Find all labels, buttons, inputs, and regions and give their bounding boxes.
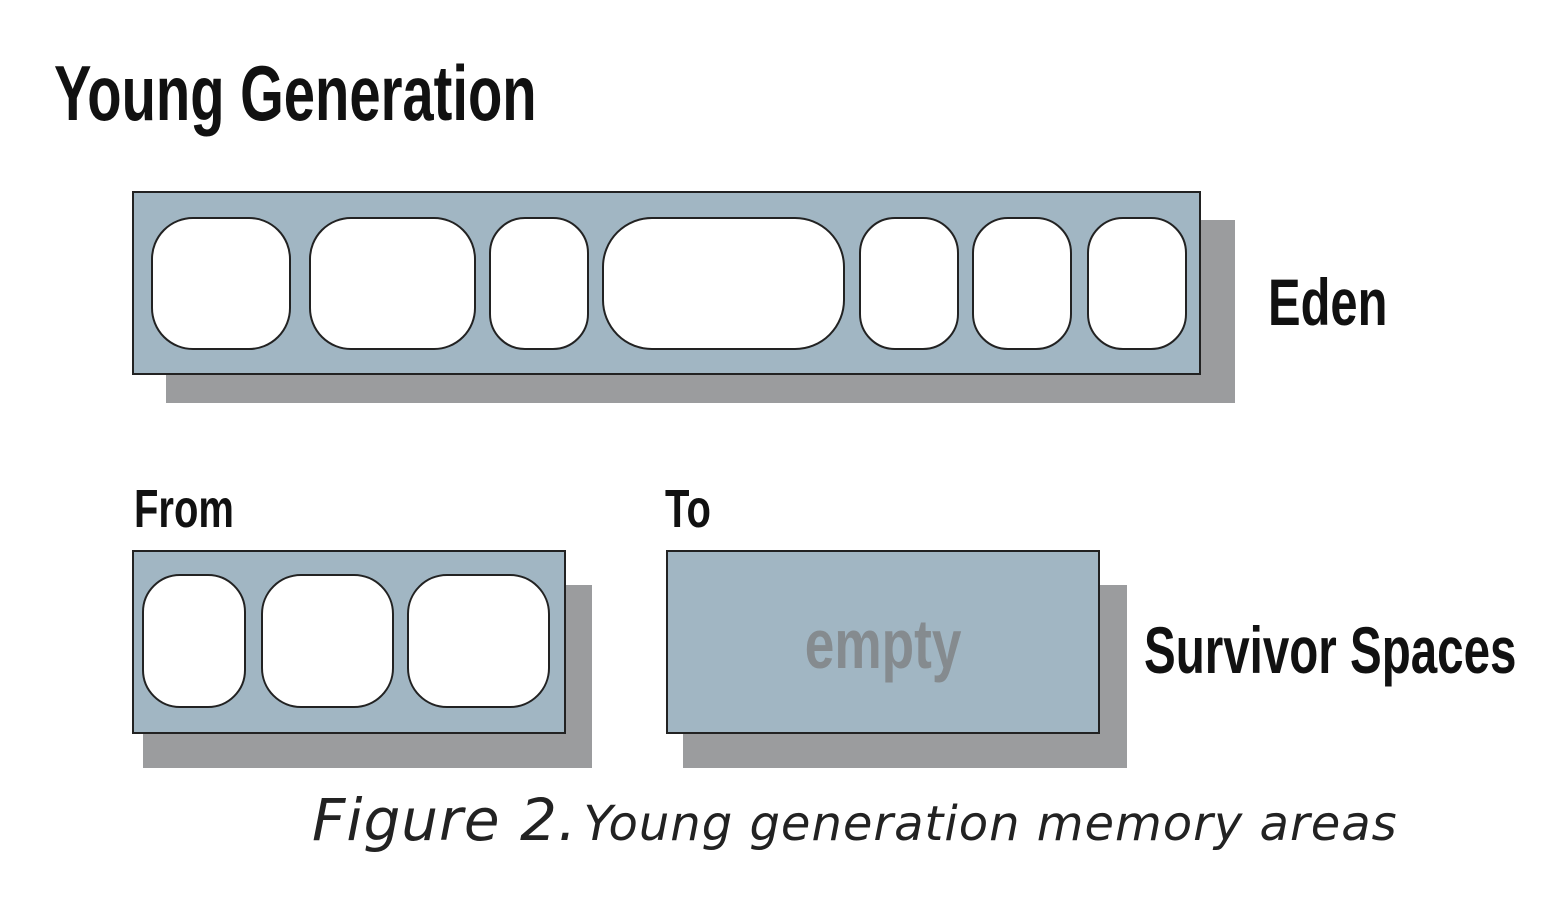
to-space: empty	[666, 550, 1100, 734]
survivor-spaces-label: Survivor Spaces	[1144, 613, 1517, 687]
eden-object	[309, 217, 476, 350]
from-object	[261, 574, 394, 708]
eden-object	[489, 217, 589, 350]
from-space	[132, 550, 566, 734]
figure-caption: Figure 2. Young generation memory areas	[312, 786, 1398, 854]
eden-object	[859, 217, 959, 350]
empty-label: empty	[804, 605, 962, 683]
to-label: To	[665, 479, 711, 539]
eden-object	[1087, 217, 1187, 350]
from-object	[407, 574, 550, 708]
eden-object	[602, 217, 845, 350]
eden-space	[132, 191, 1201, 375]
figure-caption-text: Young generation memory areas	[583, 796, 1398, 852]
eden-object	[972, 217, 1072, 350]
diagram-title: Young Generation	[54, 49, 537, 137]
eden-label: Eden	[1268, 265, 1388, 339]
figure-number: Figure 2.	[312, 786, 578, 854]
from-label: From	[134, 479, 234, 539]
eden-object	[151, 217, 291, 350]
from-object	[142, 574, 246, 708]
